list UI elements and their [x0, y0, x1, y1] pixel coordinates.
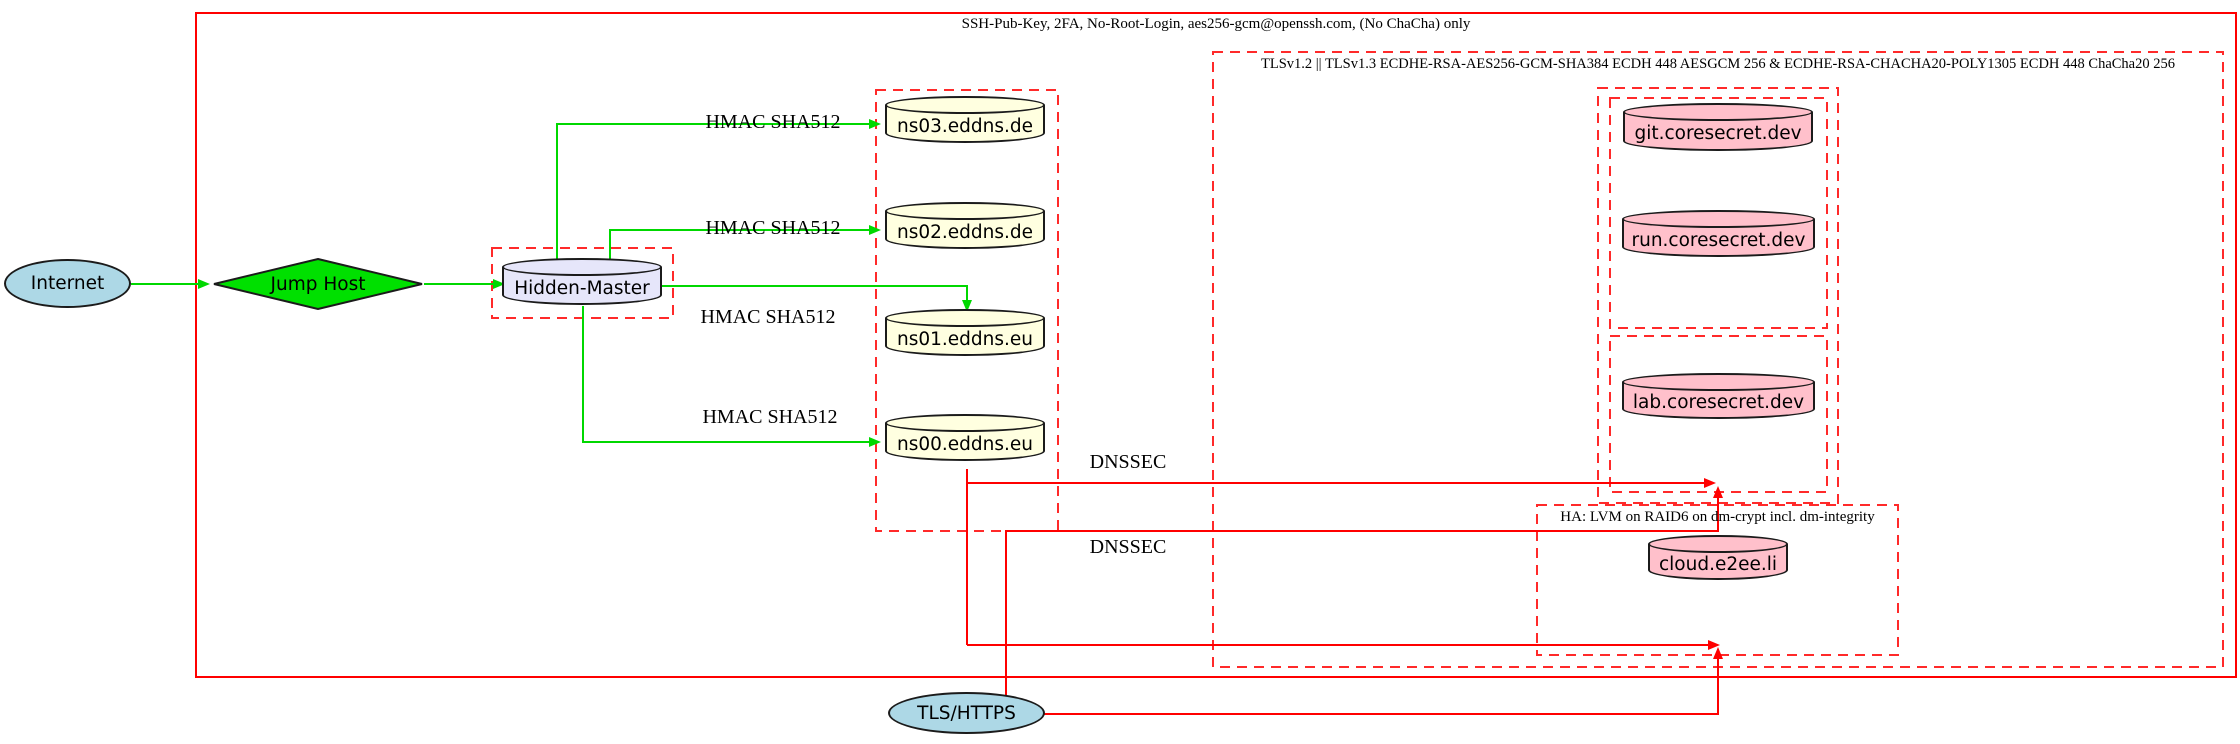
arrowhead-jumphost — [198, 279, 210, 289]
tls-boundary-label: TLSv1.2 || TLSv1.3 ECDHE-RSA-AES256-GCM-… — [1261, 56, 2175, 72]
edge-hiddenmaster-ns02 — [609, 229, 869, 262]
arrowhead-tlshttps-ha — [1713, 647, 1723, 659]
edge-label-hmac-3: HMAC SHA512 — [700, 306, 836, 328]
node-cloud-e2ee: cloud.e2ee.li — [1648, 535, 1788, 580]
edge-label-dnssec-1: DNSSEC — [1089, 451, 1167, 473]
edge-label-hmac-4: HMAC SHA512 — [702, 406, 838, 428]
node-git-coresecret: git.coresecret.dev — [1623, 103, 1813, 151]
ha-box-label: HA: LVM on RAID6 on dm-crypt incl. dm-in… — [1560, 509, 1875, 525]
edge-tlshttps-ha — [1042, 658, 1719, 715]
node-run-coresecret: run.coresecret.dev — [1622, 210, 1815, 257]
arrowhead-hiddenmaster — [493, 279, 505, 289]
arrowhead-dnssec-lab — [1704, 478, 1716, 488]
arrowhead-tlshttps-dnssec — [1713, 486, 1723, 498]
node-internet-label: Internet — [30, 273, 105, 294]
node-ns01: ns01.eddns.eu — [885, 309, 1045, 356]
node-ns02: ns02.eddns.de — [885, 202, 1045, 249]
node-ns03: ns03.eddns.de — [885, 96, 1045, 143]
edge-hiddenmaster-ns00 — [582, 306, 869, 443]
node-ns00-label: ns00.eddns.eu — [896, 433, 1033, 455]
edge-tlshttps-dnssec — [1005, 498, 1719, 695]
arrowhead-ns03 — [869, 119, 881, 129]
node-tls-https: TLS/HTTPS — [888, 692, 1045, 734]
arrowhead-ns00-ha — [1708, 640, 1720, 650]
coresecret-git-run-box — [1609, 97, 1828, 329]
node-ns00: ns00.eddns.eu — [885, 414, 1045, 461]
ssh-boundary-box — [195, 12, 2237, 678]
node-hidden-master-label: Hidden-Master — [514, 277, 650, 299]
node-hidden-master: Hidden-Master — [502, 258, 662, 305]
node-lab-coresecret-label: lab.coresecret.dev — [1632, 392, 1805, 413]
node-jump-host-label: Jump Host — [270, 273, 366, 295]
node-git-coresecret-label: git.coresecret.dev — [1634, 123, 1802, 144]
edge-label-dnssec-2: DNSSEC — [1089, 536, 1167, 558]
node-ns03-label: ns03.eddns.de — [896, 115, 1034, 137]
edge-hiddenmaster-ns01 — [662, 285, 968, 301]
diamond-shape — [213, 258, 423, 310]
node-ns01-label: ns01.eddns.eu — [896, 328, 1033, 350]
edge-label-hmac-2: HMAC SHA512 — [705, 217, 841, 239]
edge-hiddenmaster-ns03 — [556, 123, 869, 262]
node-jump-host: Jump Host — [212, 258, 424, 310]
arrowhead-ns00 — [869, 437, 881, 447]
arrowhead-ns01 — [962, 300, 972, 312]
node-lab-coresecret: lab.coresecret.dev — [1622, 373, 1815, 419]
arrowhead-ns02 — [869, 225, 881, 235]
edge-label-hmac-1: HMAC SHA512 — [705, 111, 841, 133]
node-ns02-label: ns02.eddns.de — [896, 221, 1034, 243]
node-cloud-e2ee-label: cloud.e2ee.li — [1658, 553, 1778, 575]
ssh-boundary-label: SSH-Pub-Key, 2FA, No-Root-Login, aes256-… — [961, 16, 1471, 32]
node-tls-https-label: TLS/HTTPS — [917, 702, 1016, 724]
node-internet: Internet — [4, 259, 131, 308]
node-run-coresecret-label: run.coresecret.dev — [1631, 229, 1806, 251]
